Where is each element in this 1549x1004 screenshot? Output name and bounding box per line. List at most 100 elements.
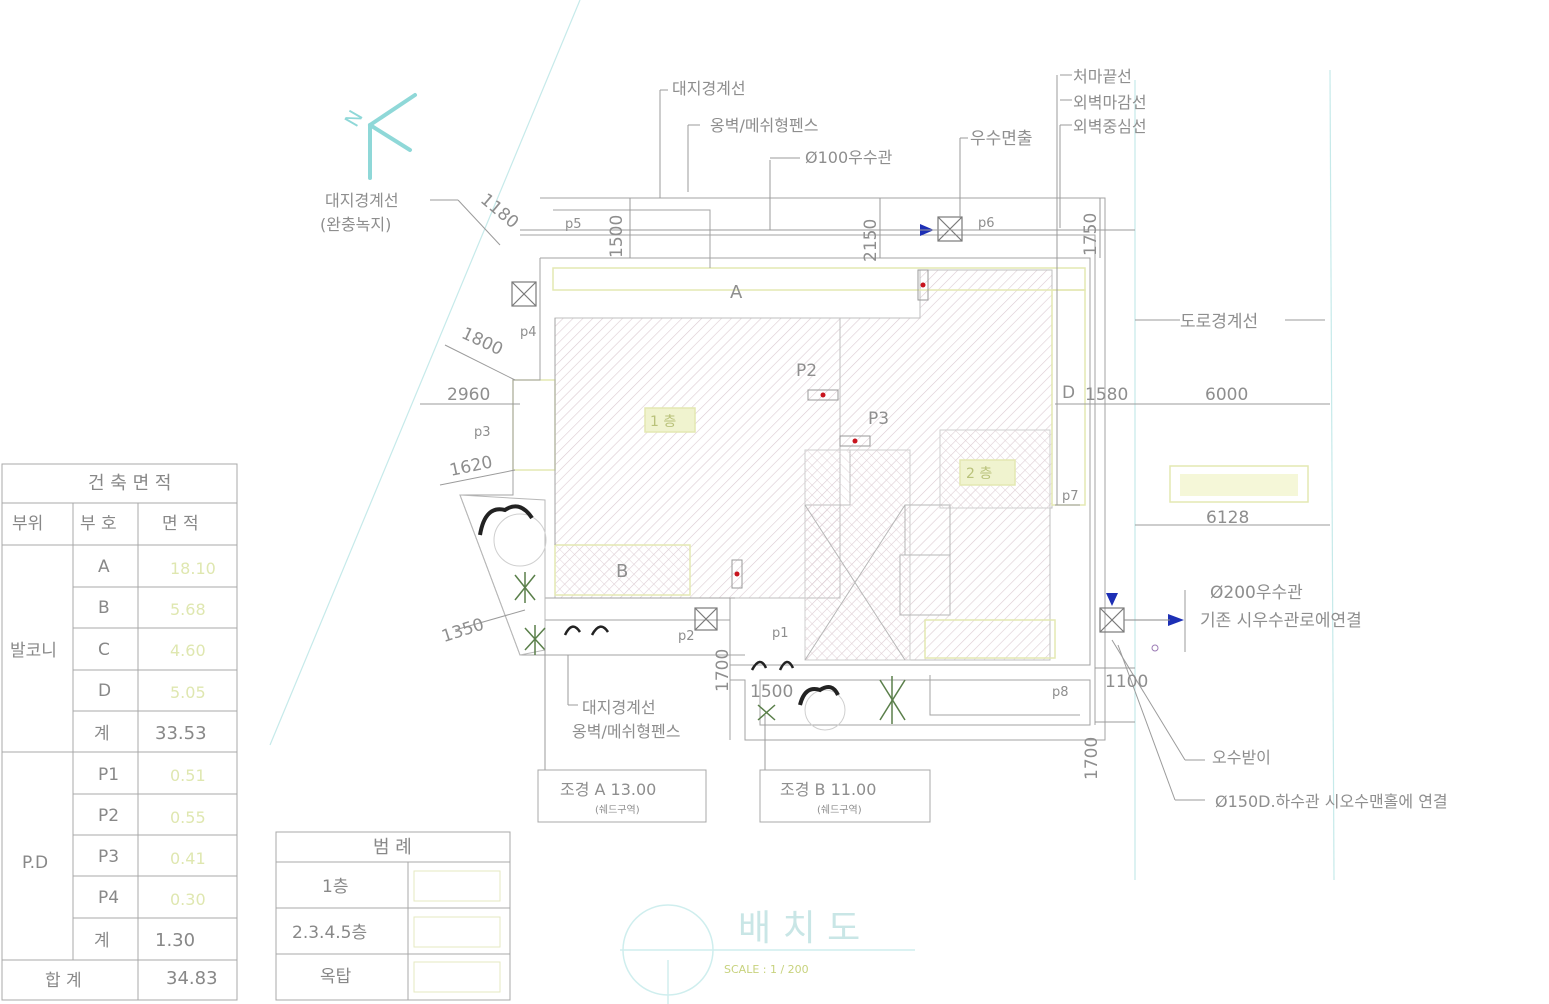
landscape-b-label: 조경 B 11.00: [780, 780, 876, 799]
label-pipe-100: Ø100우수관: [805, 148, 893, 167]
area-row-value: 5.05: [170, 683, 206, 702]
legend-grid: [275, 831, 511, 1001]
landscape-b-box: [759, 769, 931, 823]
dim-1500: 1500: [607, 215, 627, 258]
dim-1700-b: 1700: [1082, 737, 1102, 780]
mark-p8: p8: [1052, 685, 1069, 700]
mark-p1: p1: [772, 626, 789, 641]
dim-1800: 1800: [458, 324, 506, 360]
area-table-total-value: 34.83: [166, 968, 218, 989]
dim-1580: 1580: [1085, 385, 1128, 405]
dim-1100: 1100: [1105, 672, 1148, 692]
area-row-value: 5.68: [170, 600, 206, 619]
label-buffer-green: (완충녹지): [320, 215, 391, 234]
balcony-outlines: [512, 267, 1309, 659]
label-outer-wall-finish: 외벽마감선: [1073, 93, 1147, 112]
mark-p2: p2: [678, 629, 695, 644]
mark-p7: p7: [1062, 489, 1079, 504]
label-rain-outlet: 우수면출: [970, 129, 1033, 149]
drawing-scale: SCALE : 1 / 200: [724, 963, 809, 976]
label-pipe-200-connect: 기존 시우수관로에연결: [1200, 611, 1362, 631]
landscape-a-label: 조경 A 13.00: [560, 780, 656, 799]
dim-1750: 1750: [1081, 213, 1101, 256]
area-table-grid: [1, 463, 238, 1001]
area-row-code: 계: [94, 724, 110, 744]
area-row-value: 0.55: [170, 808, 206, 827]
mark-B: B: [616, 561, 628, 582]
area-table-total-label: 합 계: [45, 971, 82, 991]
label-eave-line: 처마끝선: [1073, 67, 1132, 86]
landscape-a-box: [537, 769, 707, 823]
area-row-code: P3: [98, 847, 119, 867]
area-row-code: D: [98, 681, 111, 701]
dim-6128: 6128: [1206, 508, 1249, 528]
area-row-value: 0.51: [170, 766, 206, 785]
legend-row-floors: 2.3.4.5층: [292, 923, 367, 943]
area-row-value: 0.41: [170, 849, 206, 868]
label-pipe-200: Ø200우수관: [1210, 583, 1303, 603]
drawing-title: 배 치 도: [738, 908, 860, 949]
area-row-value: 1.30: [155, 930, 195, 951]
label-site-boundary-left: 대지경계선: [325, 191, 399, 210]
mark-D: D: [1062, 383, 1075, 403]
dim-1700-a: 1700: [713, 649, 733, 692]
area-row-value: 0.30: [170, 890, 206, 909]
legend-title: 범 례: [373, 837, 412, 858]
mark-p4: p4: [520, 325, 537, 340]
north-mark: N: [340, 106, 368, 131]
mark-floor1: 1 층: [650, 414, 676, 430]
label-outer-wall-center: 외벽중심선: [1073, 117, 1147, 136]
area-table-title: 건 축 면 적: [88, 473, 171, 494]
mark-P3: P3: [868, 409, 889, 429]
guide-lines: [269, 0, 1335, 1004]
title-mark: [620, 904, 915, 996]
area-table-group-pd: P.D: [22, 853, 48, 873]
mark-floor2: 2 층: [966, 466, 992, 482]
mark-p5: p5: [565, 217, 582, 232]
area-row-code: P2: [98, 806, 119, 826]
dimension-lines: [420, 74, 1330, 801]
building-footprint: [554, 269, 1053, 661]
dim-1500-b: 1500: [750, 682, 793, 702]
drain-boxes: [511, 216, 1125, 633]
label-sewer-pit: 오수받이: [1212, 748, 1271, 767]
north-arrow-icon: [368, 93, 417, 180]
area-row-code: B: [98, 598, 110, 618]
area-row-value: 4.60: [170, 641, 206, 660]
legend-row-floor1: 1층: [322, 877, 348, 897]
dim-1350: 1350: [439, 615, 486, 647]
label-sewer-pipe: Ø150D.하수관 시오수맨홀에 연결: [1215, 792, 1448, 811]
landscape-a-sub: (쉐드구역): [595, 804, 640, 816]
mark-p6: p6: [978, 216, 995, 231]
mark-A: A: [730, 282, 743, 303]
area-row-value: 33.53: [155, 723, 207, 744]
label-fence-bottom: 옹벽/메쉬형펜스: [572, 722, 680, 741]
stair-void: [804, 504, 951, 661]
label-site-boundary-bottom: 대지경계선: [582, 698, 656, 717]
area-row-code: P4: [98, 888, 119, 908]
area-row-code: C: [98, 640, 110, 660]
dim-1620: 1620: [448, 452, 494, 481]
area-table-header-part: 부위: [12, 514, 43, 534]
area-row-value: 18.10: [170, 559, 216, 578]
area-row-code: A: [98, 557, 110, 577]
area-row-code: P1: [98, 765, 119, 785]
legend-row-rooftop: 옥탑: [320, 967, 352, 987]
site-boundaries: [459, 197, 1106, 741]
area-table-header-code: 부 호: [80, 514, 117, 534]
dim-2150: 2150: [861, 219, 881, 262]
landscape-b-sub: (쉐드구역): [817, 804, 862, 816]
dim-2960: 2960: [447, 385, 490, 405]
label-road-boundary: 도로경계선: [1180, 312, 1258, 332]
sewer-pit-mark: [1151, 644, 1159, 652]
area-row-code: 계: [94, 931, 110, 951]
pd-marks: [731, 269, 929, 589]
dim-6000: 6000: [1205, 385, 1248, 405]
label-fence-top: 옹벽/메쉬형펜스: [710, 116, 818, 135]
area-table-header-area: 면 적: [162, 514, 199, 534]
area-table-group-balcony: 발코니: [10, 641, 57, 661]
mark-p3: p3: [474, 425, 491, 440]
mark-P2: P2: [796, 361, 817, 381]
label-site-boundary-top: 대지경계선: [672, 79, 746, 98]
